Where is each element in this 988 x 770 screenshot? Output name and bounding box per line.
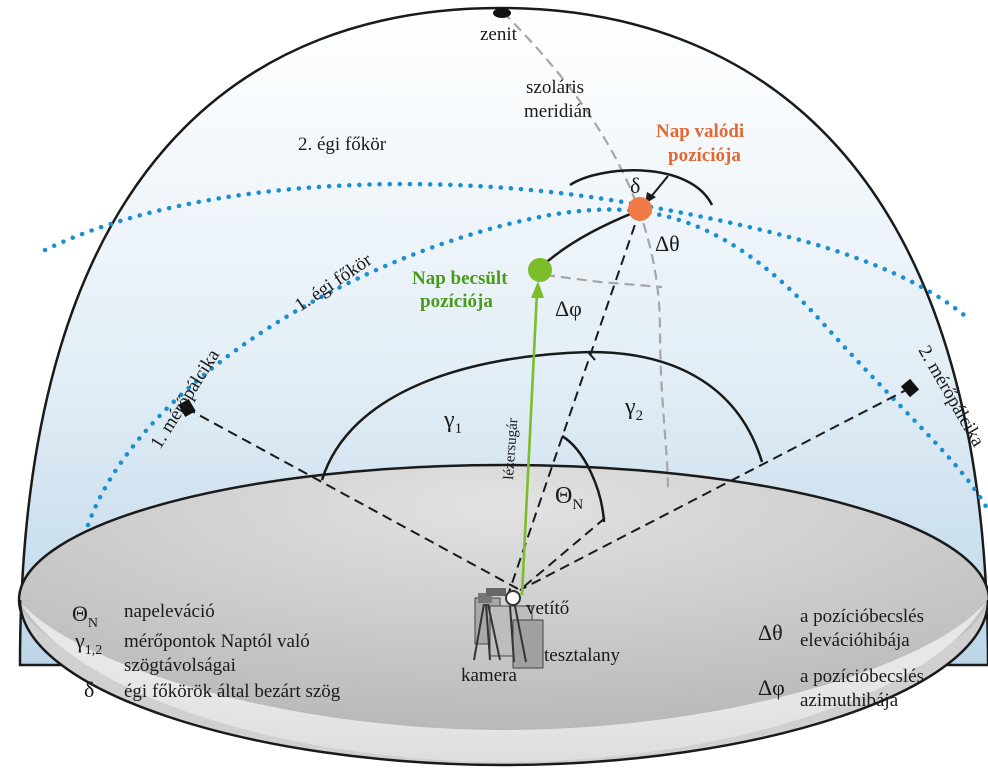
legend-dphi-symbol: Δφ: [758, 675, 785, 700]
label-solar-meridian-2: meridián: [524, 101, 592, 122]
great-circle-2: [42, 181, 973, 323]
label-theta-n: ΘN: [555, 483, 583, 513]
projector-lens: [505, 590, 521, 606]
legend-gamma-text-2: szögtávolságai: [124, 655, 236, 676]
legend-dtheta-text-1: a pozícióbecslés: [800, 606, 924, 627]
solar-meridian: [502, 11, 670, 491]
legend-outline: [18, 599, 988, 767]
label-gamma-2: γ2: [624, 394, 643, 424]
delta-arc: [569, 169, 714, 206]
legend-right: Δθ a pozícióbecslés elevációhibája Δφ a …: [758, 606, 924, 711]
laser-arrowhead: [531, 281, 544, 298]
theta-n-arc: [561, 434, 606, 523]
sightline-true-sun: [507, 209, 641, 596]
true-sun-arrow: [649, 175, 669, 199]
laser-beam: [520, 291, 539, 596]
legend-delta-symbol: δ: [84, 677, 94, 702]
label-sun-true-1: Nap valódi: [656, 121, 744, 142]
gamma-arc: [320, 350, 764, 481]
label-sun-est-1: Nap becsült: [412, 268, 508, 289]
label-solar-meridian-1: szoláris: [526, 77, 584, 98]
gamma-divider: [587, 351, 596, 361]
label-delta-phi: Δφ: [555, 296, 582, 321]
legend-panel: [20, 602, 986, 762]
sightline-floor: [519, 517, 606, 591]
legend-dphi-text-2: azimuthibája: [800, 690, 899, 711]
sun-true-position: [628, 197, 652, 221]
label-gamma-1: γ1: [443, 407, 462, 437]
legend-theta-text: napeleváció: [124, 601, 215, 622]
label-laser: lézersugár: [501, 418, 521, 481]
label-delta-theta: Δθ: [655, 231, 680, 256]
label-sun-est-2: pozíciója: [420, 291, 493, 312]
label-zenith: zenit: [480, 24, 518, 45]
equipment-group: [473, 588, 544, 669]
label-camera: kamera: [461, 665, 517, 686]
legend-dphi-text-1: a pozícióbecslés: [800, 666, 924, 687]
ruler-1-marker: [178, 398, 196, 418]
legend-left: ΘN napeleváció γ1,2 mérőpontok Naptól va…: [72, 601, 341, 702]
label-great-circle-2: 2. égi főkör: [298, 134, 387, 155]
legend-theta-symbol: ΘN: [72, 601, 98, 631]
label-projector: vetítő: [526, 598, 569, 619]
legend-dtheta-symbol: Δθ: [758, 620, 783, 645]
sun-estimated-position: [528, 258, 552, 282]
legend-dtheta-text-2: elevációhibája: [800, 630, 910, 651]
delta-phi-dashed: [544, 273, 663, 289]
label-sun-true-2: pozíciója: [668, 145, 741, 166]
label-delta: δ: [630, 173, 640, 198]
legend-delta-text: égi főkörök által bezárt szög: [124, 681, 341, 702]
zenith-marker: [493, 8, 511, 18]
label-subject: tesztalany: [544, 645, 620, 666]
sightline-ruler-2: [519, 387, 911, 591]
ruler-2-marker: [900, 378, 920, 398]
legend-gamma-text-1: mérőpontok Naptól való: [124, 631, 310, 652]
legend-gamma-symbol: γ1,2: [74, 628, 102, 658]
